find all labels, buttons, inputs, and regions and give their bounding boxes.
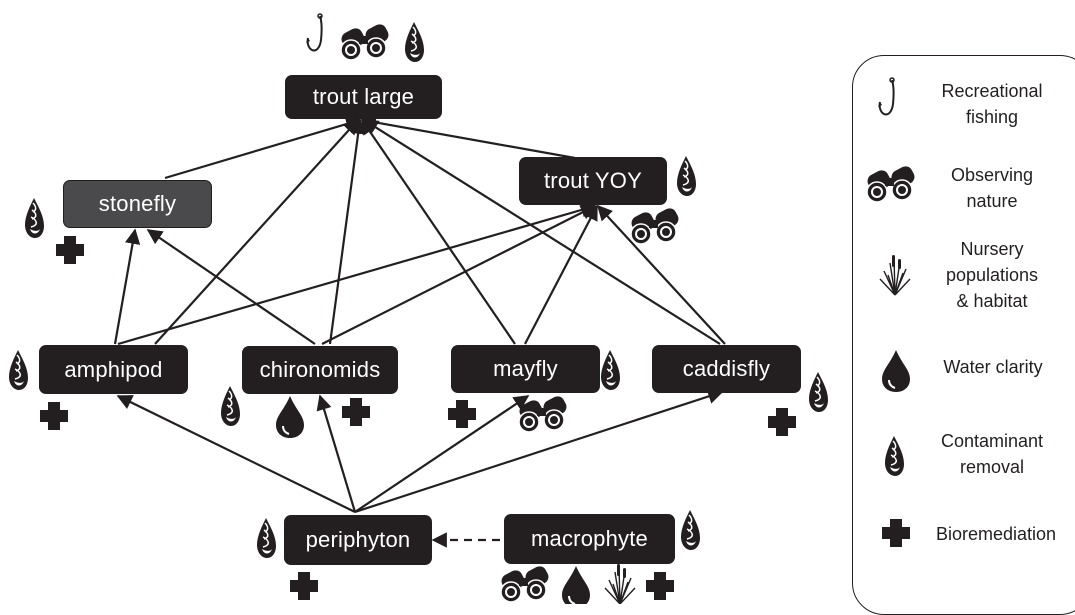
edges bbox=[113, 114, 726, 548]
edge-chironomids-stonefly bbox=[146, 229, 316, 345]
shell-icon bbox=[676, 155, 697, 197]
binoculars-icon bbox=[498, 563, 552, 603]
legend-label-bioremediation: Bioremediation bbox=[935, 524, 1057, 544]
shell-icon bbox=[24, 197, 45, 239]
legend-label-observing-nature: Observing nature bbox=[950, 165, 1034, 211]
node-chironomids: chironomids bbox=[242, 346, 398, 394]
legend-label-water-clarity: Water clarity bbox=[943, 357, 1043, 377]
edge-periphyton-chironomids bbox=[316, 394, 357, 513]
binoculars-icon bbox=[628, 205, 682, 245]
shell-icon bbox=[680, 509, 701, 551]
edge-amphipod-stonefly bbox=[113, 228, 141, 345]
cross-icon bbox=[448, 400, 476, 428]
binoculars-icon bbox=[516, 393, 570, 433]
edge-chironomids-trout-large bbox=[328, 118, 366, 345]
reed-grass-icon bbox=[604, 563, 636, 604]
edge-periphyton-amphipod bbox=[116, 395, 356, 513]
cross-icon bbox=[56, 236, 84, 264]
node-stonefly: stonefly bbox=[63, 180, 212, 228]
cross-icon bbox=[290, 572, 318, 600]
node-mayfly: mayfly bbox=[451, 345, 600, 393]
edge-amphipod-trout-yoy bbox=[117, 202, 597, 346]
cross-icon bbox=[646, 572, 674, 600]
cross-icon bbox=[40, 402, 68, 430]
node-amphipod: amphipod bbox=[39, 345, 188, 394]
fishing-hook-icon bbox=[305, 13, 323, 52]
shell-icon bbox=[808, 371, 829, 413]
shell-icon bbox=[404, 21, 425, 63]
edge-periphyton-caddisfly bbox=[354, 388, 724, 514]
edge-periphyton-mayfly bbox=[354, 395, 530, 513]
edge-stonefly-trout-large bbox=[164, 116, 362, 180]
shell-icon bbox=[8, 349, 29, 391]
edge-trout-yoy-trout-large bbox=[360, 114, 576, 160]
edge-mayfly-trout-yoy bbox=[524, 204, 598, 345]
water-drop-icon bbox=[275, 395, 305, 439]
water-drop-icon bbox=[561, 565, 591, 604]
cross-icon bbox=[768, 408, 796, 436]
edge-amphipod-trout-large bbox=[154, 118, 360, 345]
node-macrophyte: macrophyte bbox=[504, 514, 675, 564]
legend-label-contaminant-removal: Contaminant removal bbox=[940, 431, 1044, 477]
node-periphyton: periphyton bbox=[284, 515, 432, 565]
edge-caddisfly-trout-yoy bbox=[596, 204, 726, 345]
edge-chironomids-trout-yoy bbox=[321, 205, 597, 345]
edge-mayfly-trout-large bbox=[361, 118, 516, 345]
legend-label-nursery: Nursery populations & habitat bbox=[945, 239, 1039, 311]
node-trout-large: trout large bbox=[285, 75, 442, 119]
legend-label-recreational-fishing: Recreational fishing bbox=[941, 81, 1043, 127]
shell-icon bbox=[600, 349, 621, 391]
shell-icon bbox=[220, 385, 241, 427]
node-caddisfly: caddisfly bbox=[652, 345, 801, 393]
node-trout-yoy: trout YOY bbox=[519, 157, 667, 205]
binoculars-icon bbox=[338, 21, 392, 61]
shell-icon bbox=[256, 517, 277, 559]
cross-icon bbox=[342, 398, 370, 426]
